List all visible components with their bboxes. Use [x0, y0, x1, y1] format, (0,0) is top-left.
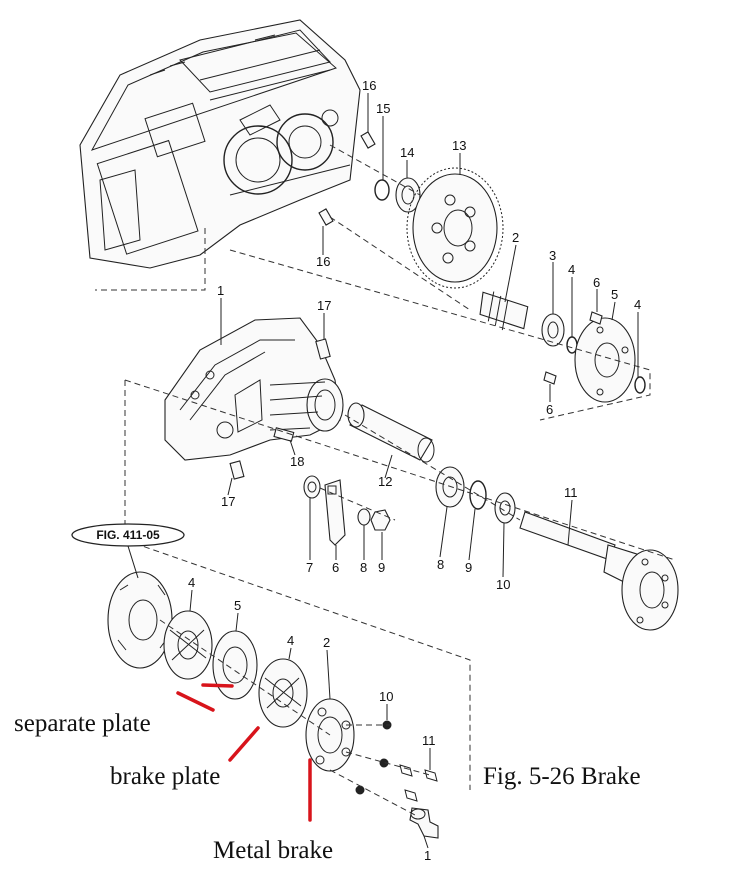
- figure-caption: Fig. 5-26 Brake: [483, 763, 641, 790]
- brake-lever-6: [324, 479, 346, 546]
- red-annotation-leaders: [176, 683, 312, 822]
- callout-2-upper: 2: [512, 230, 519, 245]
- snap-ring-9: [469, 480, 487, 510]
- callout-4-upper-b: 4: [634, 297, 641, 312]
- callout-5-upper: 5: [611, 287, 618, 302]
- callout-5-lower: 5: [234, 598, 241, 613]
- gear-13: [406, 167, 504, 289]
- callout-7: 7: [306, 560, 313, 575]
- callout-3: 3: [549, 248, 556, 263]
- snap-ring-15: [374, 179, 390, 201]
- oil-seal-7: [303, 475, 321, 499]
- callout-11-right: 11: [564, 485, 578, 500]
- leader-brake-plate: [228, 726, 260, 762]
- callout-17-upper: 17: [317, 298, 331, 313]
- fig-reference-label: FIG. 411-05: [96, 528, 160, 542]
- fig-ref-plate: [107, 571, 173, 669]
- callout-2-lower: 2: [323, 635, 330, 650]
- callout-13: 13: [452, 138, 466, 153]
- bolt-18: [273, 427, 295, 442]
- callout-15: 15: [376, 101, 390, 116]
- brake-plate-label: brake plate: [110, 763, 220, 790]
- callout-4-lower-b: 4: [287, 633, 294, 648]
- balls-10: [355, 720, 392, 795]
- bolt-6-b: [543, 371, 557, 385]
- callout-8-mid: 8: [360, 560, 367, 575]
- rear-axle-housing-1: [164, 317, 344, 461]
- bolt-6-a: [589, 311, 603, 325]
- bolt-17-lower: [229, 460, 245, 480]
- snap-ring-4-right: [634, 376, 646, 394]
- callout-11-lower: 11: [422, 733, 436, 748]
- callout-10-lower: 10: [379, 689, 393, 704]
- brake-disc-4-b: [258, 658, 308, 728]
- nut-9: [370, 509, 391, 531]
- callout-4-upper-a: 4: [568, 262, 575, 277]
- callout-10-right: 10: [496, 577, 510, 592]
- callout-17-lower: 17: [221, 494, 235, 509]
- callout-6-mid: 6: [332, 560, 339, 575]
- separate-plate-label: separate plate: [14, 710, 151, 737]
- callout-1-upper: 1: [217, 283, 224, 298]
- transmission-housing: [79, 19, 361, 269]
- shaft-2-upper: [479, 291, 529, 331]
- callout-16-top: 16: [362, 78, 376, 93]
- callout-1-lower: 1: [424, 848, 431, 863]
- callout-16-low: 16: [316, 254, 330, 269]
- callout-12: 12: [378, 474, 392, 489]
- oil-seal-10: [494, 492, 516, 524]
- cam-shaft-1: [409, 807, 439, 839]
- dowel-pin-upper: [360, 131, 376, 149]
- callout-6-upper-b: 6: [546, 402, 553, 417]
- callout-8-right: 8: [437, 557, 444, 572]
- brake-disc-4-a: [163, 610, 213, 680]
- separate-plate-5: [212, 630, 258, 700]
- callout-9-mid: 9: [378, 560, 385, 575]
- bearing-8: [435, 466, 465, 508]
- bolt-17-upper: [315, 338, 331, 360]
- dowel-pin-lower: [318, 208, 334, 226]
- callout-18: 18: [290, 454, 304, 469]
- rear-axle-11: [519, 511, 679, 631]
- springs-11: [399, 764, 438, 802]
- metal-brake-label: Metal brake: [213, 837, 333, 864]
- leader-separate-plate: [176, 691, 215, 712]
- bearing-holder-5: [574, 317, 636, 403]
- axle-sleeve-12: [347, 402, 435, 463]
- fig-reference-callout: FIG. 411-05: [71, 523, 185, 579]
- callout-9-right: 9: [465, 560, 472, 575]
- bearing-3: [541, 313, 565, 347]
- callout-numbers: 16 15 14 13 16 2 3 4 6 5 4 1 17 6 18 12 …: [188, 78, 641, 863]
- washer-8: [357, 508, 371, 526]
- callout-14: 14: [400, 145, 414, 160]
- callout-6-upper-a: 6: [593, 275, 600, 290]
- callout-leaders: [189, 93, 639, 849]
- callout-4-lower-a: 4: [188, 575, 195, 590]
